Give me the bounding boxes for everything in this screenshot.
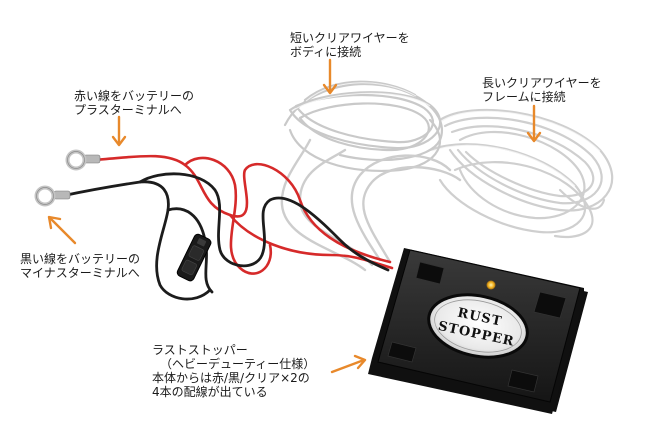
black-wire-label: 黒い線をバッテリーの マイナスターミナルへ bbox=[20, 252, 140, 280]
arrow-left-icon bbox=[47, 215, 77, 245]
terminal-ring-icon bbox=[65, 149, 101, 171]
short-clear-wire bbox=[283, 80, 443, 172]
black-wire bbox=[60, 172, 390, 301]
red-wire-label-line-1: 赤い線をバッテリーの bbox=[74, 89, 195, 103]
annotation-arrows bbox=[47, 58, 542, 374]
long-clear-wire-highlight bbox=[431, 110, 601, 187]
short-clear-wire-highlight bbox=[291, 82, 431, 112]
indicator-led bbox=[486, 280, 496, 290]
device-label: ラストストッパー （ヘビーデューティー仕様） 本体からは赤/黒/クリア×2の 4… bbox=[152, 343, 315, 399]
long-clear-wire bbox=[428, 108, 614, 238]
long-clear-wire-label-line-1: 長いクリアワイヤーを bbox=[482, 76, 602, 90]
short-clear-wire-label-line-1: 短いクリアワイヤーを bbox=[290, 31, 410, 45]
device-label-line-4: 4本の配線が出ている bbox=[152, 385, 268, 399]
black-wire-label-line-1: 黒い線をバッテリーの bbox=[20, 252, 141, 266]
long-clear-wire-label: 長いクリアワイヤーを フレームに接続 bbox=[482, 76, 602, 104]
logo-plate bbox=[427, 293, 529, 359]
arrow-down-icon bbox=[526, 104, 542, 143]
arrow-down-icon bbox=[111, 115, 127, 147]
long-clear-wire-label-line-2: フレームに接続 bbox=[482, 90, 566, 104]
red-wire-label-line-2: プラスターミナルへ bbox=[74, 103, 182, 117]
black-wire-label-line-2: マイナスターミナルへ bbox=[20, 266, 140, 280]
short-clear-wire-label-line-2: ボディに接続 bbox=[290, 45, 362, 59]
fuse-holder bbox=[176, 233, 212, 282]
device-label-line-2: （ヘビーデューティー仕様） bbox=[160, 357, 316, 371]
arrow-down-icon bbox=[322, 58, 338, 95]
device-label-line-3: 本体からは赤/黒/クリア×2の bbox=[152, 371, 310, 385]
rust-stopper-device: RUST STOPPER bbox=[368, 248, 588, 414]
red-wire-label: 赤い線をバッテリーの プラスターミナルへ bbox=[74, 89, 194, 117]
arrow-right-icon bbox=[330, 354, 367, 374]
terminal-ring-icon bbox=[34, 185, 71, 207]
short-clear-wire-label: 短いクリアワイヤーを ボディに接続 bbox=[290, 31, 410, 59]
device-label-line-1: ラストストッパー bbox=[152, 343, 248, 357]
